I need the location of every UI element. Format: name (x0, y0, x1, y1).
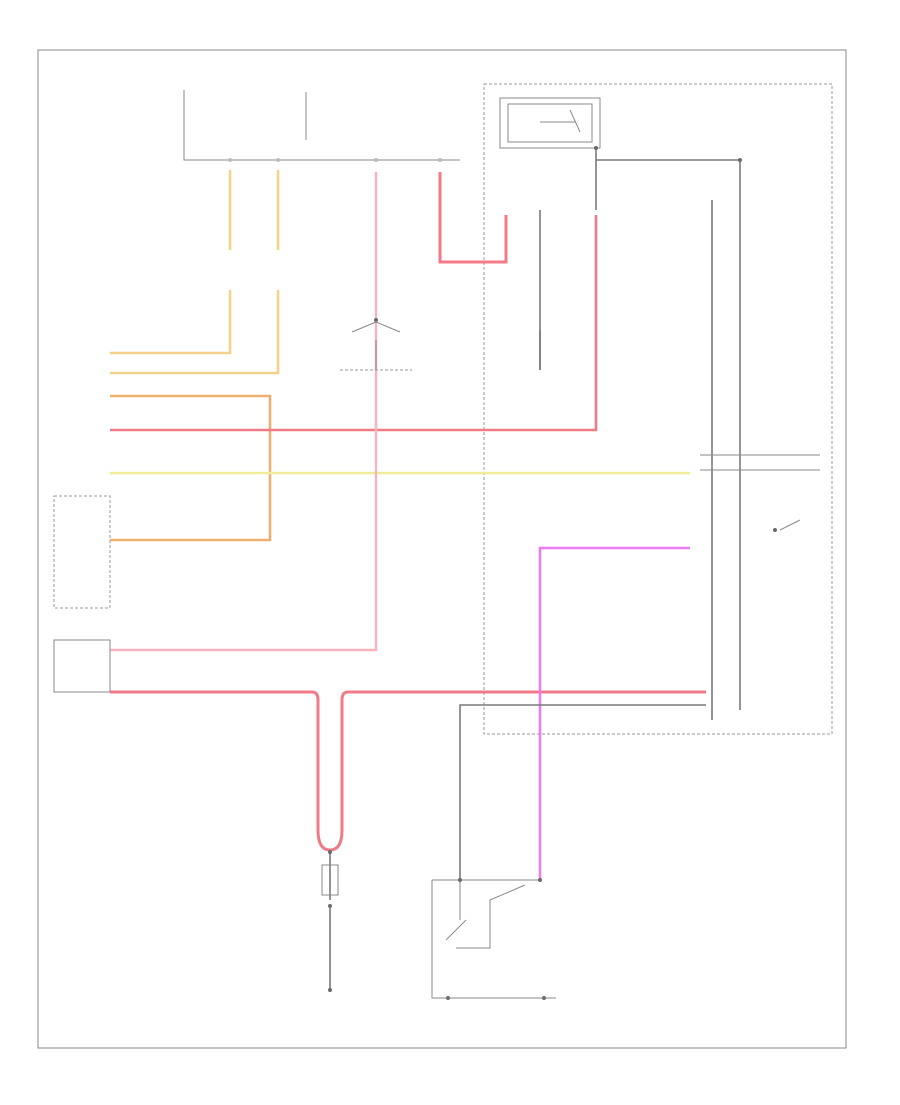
left-control-unit (53, 495, 111, 609)
battery-cables (110, 690, 706, 900)
upper-connector-block (183, 90, 460, 162)
red-wire-upper (110, 215, 598, 432)
underhood-fuse-block (483, 83, 833, 735)
orange-wire (110, 394, 272, 542)
neutral-start-relay (53, 639, 111, 693)
ignition-switch (340, 318, 412, 371)
starter-motor (431, 878, 556, 1000)
yellow-wires (110, 170, 280, 375)
gray-feed-wires (539, 146, 742, 720)
starter-control-wire (459, 704, 706, 880)
red-ignition-wire (438, 172, 508, 264)
relay-box (499, 97, 601, 149)
battery (321, 850, 339, 992)
diagram-frame (37, 49, 847, 1049)
pink-wire (110, 172, 378, 652)
magenta-wire (538, 546, 690, 880)
clutch-switch (700, 454, 820, 532)
